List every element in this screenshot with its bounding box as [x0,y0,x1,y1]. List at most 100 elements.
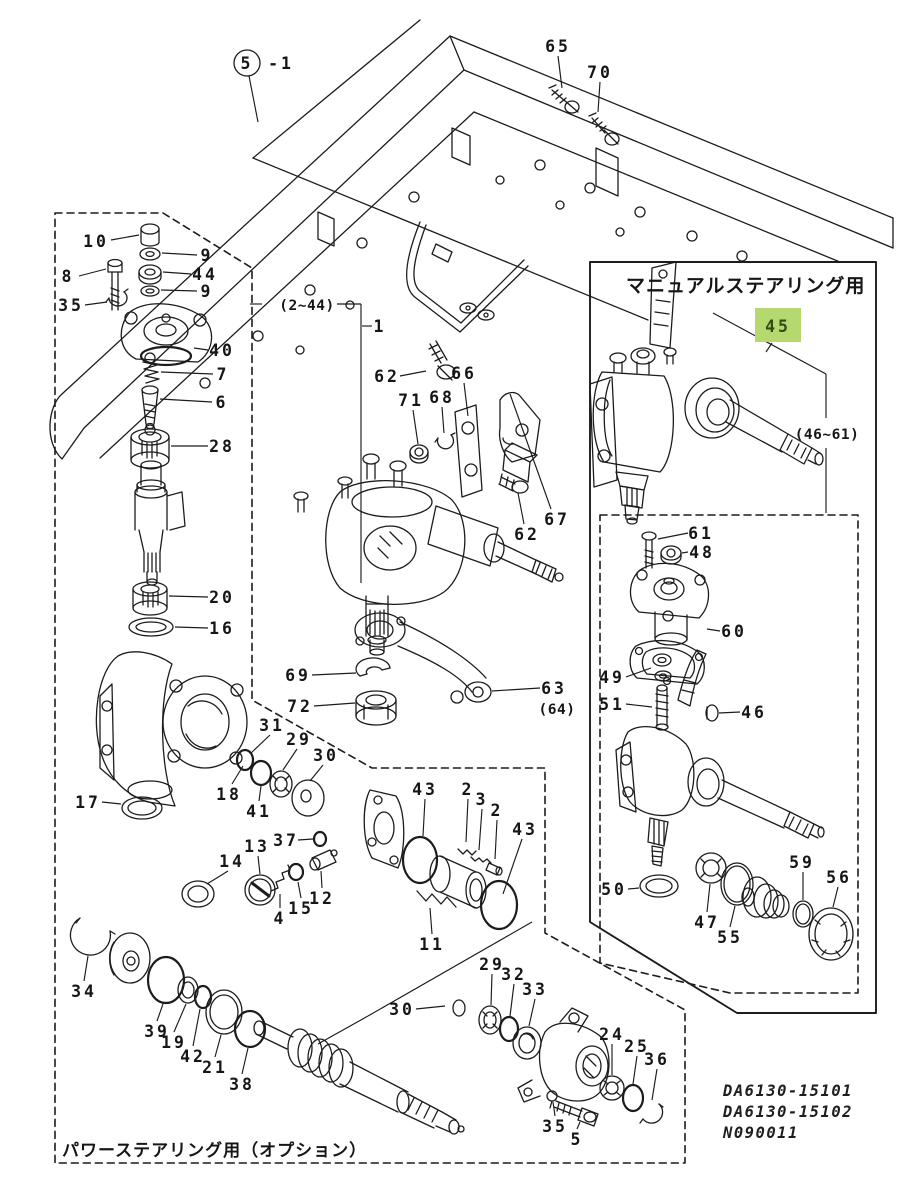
part-56-seal-ring [808,907,854,961]
part-4-spring [270,864,291,892]
leader-line-71 [412,409,419,445]
part-12-valve [309,849,338,871]
leader-line-36 [651,1068,658,1101]
part-label-2: 2 [491,801,504,820]
power-steering-title: パワーステアリング用（オプション） [62,1140,367,1160]
part-29-bearing-left [269,770,293,798]
sub-assembly-46-61-border [599,514,859,994]
part-49-washers [652,653,672,682]
part-label-244: (2~44) [279,298,334,314]
part-14-ring [181,880,215,908]
leader-line-62 [399,370,427,377]
part-label-43: 43 [512,820,538,839]
part-label-63: 63 [541,679,567,698]
leader-line-17 [101,801,122,805]
leader-line-37 [297,838,314,841]
leader-line-12 [320,870,323,889]
leader-line-19 [173,1003,187,1033]
part-label-20: 20 [209,588,235,607]
leader-line-35 [552,1101,556,1117]
part-9-washer-lower [140,285,160,297]
part-label-64: (64) [539,702,576,718]
boot-drawing [741,876,790,919]
part-label-62: 62 [514,525,540,544]
part-label-18: 18 [216,785,242,804]
leader-line-47 [706,883,711,913]
leader-line-42 [192,1008,201,1047]
part-label-66: 66 [451,364,477,383]
part-label-32: 32 [501,965,527,984]
part-62-bolt-upper [428,340,456,381]
part-38-oring [233,1009,267,1049]
part-68-clip [434,432,456,450]
part-label-15: 15 [288,899,314,918]
leader-line-30 [415,1005,446,1010]
part-label-48: 48 [689,543,715,562]
joint-housing-drawing [517,1007,610,1103]
part-71-nut [409,444,429,464]
leader-line-5 [576,1121,581,1130]
part-33-nut [512,1026,542,1060]
part-62-bolt-lower [498,473,529,494]
catalog-code-3: N090011 [722,1124,799,1142]
part-label-30: 30 [313,746,339,765]
part-label-8: 8 [62,267,75,286]
part-43-oring-left [401,835,439,885]
part-label-59: 59 [789,853,815,872]
leader-line-21 [214,1034,222,1058]
part-label-69: 69 [285,666,311,685]
leader-line-9 [161,252,198,256]
part-label-36: 36 [644,1050,670,1069]
bracket-line-6 [248,75,259,123]
leader-line-56 [832,886,839,908]
part-6-bolt [141,385,159,430]
part-label-60: 60 [721,622,747,641]
part-29-bearing-bottom [478,1005,502,1035]
part-15-oring [287,862,305,882]
part-label-45: 45 [765,317,791,336]
part-59-ring [792,900,814,928]
leader-line-29 [490,973,493,1006]
leader-line-2 [465,798,469,843]
part-9-washer-upper [139,247,161,261]
chassis-frame-drawing [49,19,894,460]
part-label-17: 17 [75,793,101,812]
pitman-arm-drawing [354,612,492,704]
part-label-61: 61 [688,524,714,543]
leader-line-20 [168,595,209,598]
part-13-plug [244,874,276,906]
leader-line-41 [258,785,262,802]
leader-line-30 [309,764,324,782]
part-2-pin-right [485,862,503,876]
leader-line-9 [160,289,198,292]
sector-shaft-drawing [134,460,186,586]
part-label-16: 16 [209,619,235,638]
side-cover-plate [363,789,405,869]
leader-line-65 [557,55,563,89]
part-20-bearing [132,581,168,616]
part-label-4661: (46~61) [795,427,860,443]
part-label-51: 51 [599,695,625,714]
part-48-nut [660,545,682,565]
part-label-25: 25 [624,1037,650,1056]
assembly-ref-callout: 5 [233,49,261,77]
leader-line-2 [494,819,498,860]
leader-line-60 [706,628,721,632]
part-46-nut [705,704,719,722]
part-42-ring [193,984,213,1010]
leader-line-46 [718,711,741,714]
leader-line-29 [282,748,298,771]
manual-gear-unit-drawing [589,261,824,525]
leader-line-33 [528,998,536,1027]
part-label-4: 4 [274,909,287,928]
highlight-box-45 [755,308,801,342]
part-35-clip [105,288,129,307]
part-label-24: 24 [599,1025,625,1044]
part-label-2: 2 [462,780,475,799]
part-label-62: 62 [374,367,400,386]
part-5-bolt-bottom [553,1100,599,1127]
part-11-spring [416,890,457,908]
leader-line-38 [241,1047,249,1075]
